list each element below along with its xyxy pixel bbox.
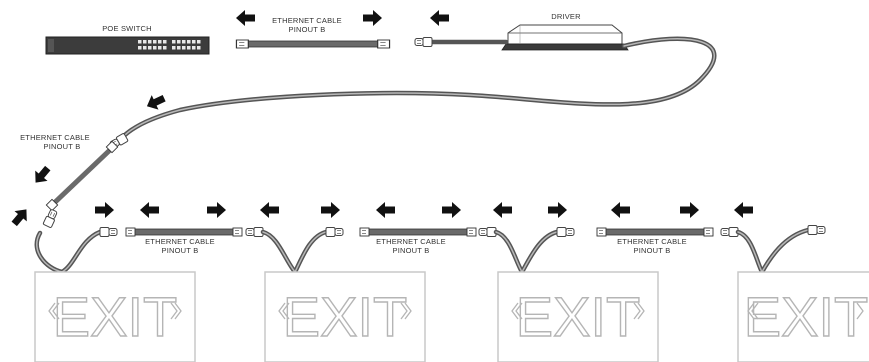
left-cable-label-line1: ETHERNET CABLE: [20, 133, 90, 142]
top-ethernet-cable: [235, 39, 391, 49]
rj45-plug-icon: [99, 227, 118, 237]
arrow-right-icon: [548, 202, 567, 218]
exit-sign-2: EXIT: [264, 271, 426, 362]
arrow-left-icon: [260, 202, 279, 218]
rj45-plug-icon: [556, 227, 575, 237]
arrow-left-icon: [734, 202, 753, 218]
rj45-plug-icon: [245, 227, 264, 237]
sign4-cable: [735, 227, 811, 277]
rj45-plug-icon: [478, 227, 497, 237]
ethernet-cable-2: [359, 227, 477, 237]
poe-switch: [45, 36, 210, 55]
exit-sign-text: EXIT: [283, 285, 407, 348]
rj45-plug-icon: [807, 225, 826, 235]
cable-1-label-line1: ETHERNET CABLE: [145, 237, 215, 246]
driver-label: DRIVER: [551, 12, 581, 21]
arrow-right-icon: [8, 204, 33, 230]
arrow-left-icon: [376, 202, 395, 218]
arrow-left-icon: [611, 202, 630, 218]
exit-sign-text: EXIT: [516, 285, 640, 348]
arrow-right-icon: [442, 202, 461, 218]
rj45-plug-icon: [414, 37, 433, 47]
arrow-left-icon: [493, 202, 512, 218]
cable-3-label-line1: ETHERNET CABLE: [617, 237, 687, 246]
ethernet-cable-1: [125, 227, 243, 237]
rj45-plug-icon: [325, 227, 344, 237]
arrow-left-icon: [430, 10, 449, 26]
cable-2-label-line2: PINOUT B: [393, 246, 430, 255]
exit-sign-text: EXIT: [53, 285, 177, 348]
diagonal-ethernet-cable: [50, 146, 114, 207]
left-cable-label-line2: PINOUT B: [44, 142, 81, 151]
driver: [501, 24, 629, 51]
cable-1-label-line2: PINOUT B: [162, 246, 199, 255]
arrow-left-icon: [29, 162, 54, 188]
top-cable-label-line2: PINOUT B: [289, 25, 326, 34]
arrow-right-icon: [95, 202, 114, 218]
ethernet-cable-3: [596, 227, 714, 237]
arrow-left-icon: [140, 202, 159, 218]
arrow-left-icon: [143, 90, 168, 114]
exit-sign-3: EXIT: [497, 271, 659, 362]
cable-2-label-line1: ETHERNET CABLE: [376, 237, 446, 246]
exit-sign-text: EXIT: [744, 285, 868, 348]
exit-sign-1: EXIT: [34, 271, 196, 362]
rj45-plug-icon: [42, 208, 59, 229]
arrow-right-icon: [207, 202, 226, 218]
arrow-right-icon: [363, 10, 382, 26]
exit-sign-4: EXIT: [737, 271, 869, 362]
rj45-plug-icon: [720, 227, 739, 237]
arrow-left-icon: [236, 10, 255, 26]
cable-3-label-line2: PINOUT B: [634, 246, 671, 255]
arrow-right-icon: [680, 202, 699, 218]
arrow-right-icon: [321, 202, 340, 218]
poe-switch-label: POE SWITCH: [102, 24, 152, 33]
top-cable-label-line1: ETHERNET CABLE: [272, 16, 342, 25]
